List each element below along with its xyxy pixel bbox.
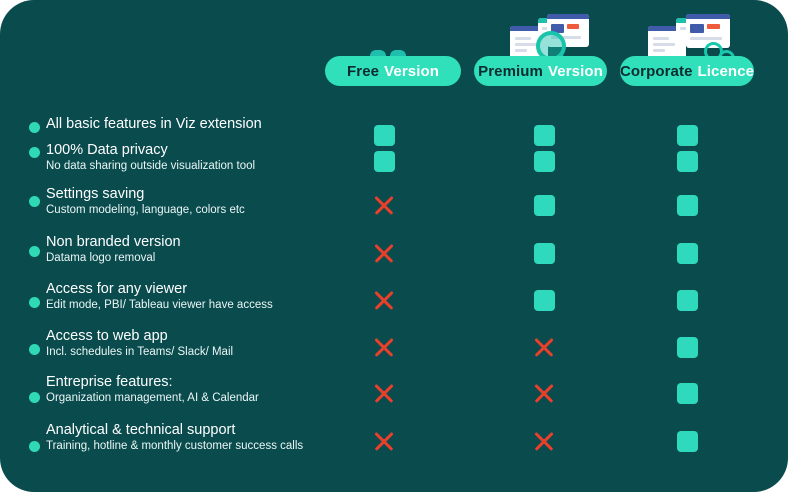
column-header-premium[interactable]: Premium Version	[474, 56, 607, 86]
column-header-corporate-word2: Licence	[697, 62, 755, 80]
column-header-corporate-word1: Corporate	[619, 62, 693, 80]
premium-checkbox-checked-icon[interactable]	[533, 289, 555, 311]
premium-cross-icon[interactable]	[532, 381, 556, 405]
feature-title: Access for any viewer	[46, 281, 188, 297]
premium-checkbox-checked-icon[interactable]	[533, 194, 555, 216]
column-header-premium-word1: Premium	[478, 62, 543, 80]
cell-premium	[524, 115, 564, 155]
column-header-free-word1: Free	[347, 62, 380, 80]
feature-row: All basic features in Viz extension	[0, 106, 788, 156]
free-cross-icon[interactable]	[372, 381, 396, 405]
cell-premium	[524, 185, 564, 225]
cell-free	[364, 185, 404, 225]
bullet-dot-icon	[29, 297, 40, 308]
cell-free	[364, 115, 404, 155]
free-cross-icon[interactable]	[372, 193, 396, 217]
cell-free	[364, 373, 404, 413]
column-headers: Free Version Premium Version Corporate L…	[0, 0, 788, 96]
corporate-checkbox-checked-icon[interactable]	[676, 194, 698, 216]
cell-free	[364, 421, 404, 461]
feature-subtitle: Custom modeling, language, colors etc	[46, 204, 245, 216]
feature-subtitle: Edit mode, PBI/ Tableau viewer have acce…	[46, 299, 273, 311]
feature-title: Non branded version	[46, 234, 181, 250]
corporate-checkbox-checked-icon[interactable]	[676, 289, 698, 311]
cell-free	[364, 233, 404, 273]
cell-corporate	[667, 233, 707, 273]
feature-subtitle: Organization management, AI & Calendar	[46, 392, 259, 404]
cell-premium	[524, 327, 564, 367]
free-checkbox-checked-icon[interactable]	[373, 124, 395, 146]
cell-corporate	[667, 373, 707, 413]
bullet-dot-icon	[29, 246, 40, 257]
bullet-dot-icon	[29, 196, 40, 207]
feature-title: Analytical & technical support	[46, 422, 236, 438]
feature-subtitle: Training, hotline & monthly customer suc…	[46, 440, 304, 452]
cell-premium	[524, 373, 564, 413]
bullet-dot-icon	[29, 392, 40, 403]
feature-title: All basic features in Viz extension	[46, 116, 262, 132]
cell-free	[364, 280, 404, 320]
column-header-corporate[interactable]: Corporate Licence	[620, 56, 754, 86]
bullet-dot-icon	[29, 122, 40, 133]
cell-corporate	[667, 141, 707, 181]
column-header-premium-word2: Version	[547, 62, 603, 80]
bullet-dot-icon	[29, 344, 40, 355]
premium-checkbox-checked-icon[interactable]	[533, 124, 555, 146]
cell-free	[364, 327, 404, 367]
feature-title: Settings saving	[46, 186, 145, 202]
cell-premium	[524, 233, 564, 273]
feature-title: Entreprise features:	[46, 374, 173, 390]
feature-subtitle: Datama logo removal	[46, 252, 156, 264]
feature-title: Access to web app	[46, 328, 168, 344]
free-cross-icon[interactable]	[372, 335, 396, 359]
premium-checkbox-checked-icon[interactable]	[533, 242, 555, 264]
cell-corporate	[667, 185, 707, 225]
cell-free	[364, 141, 404, 181]
corporate-checkbox-checked-icon[interactable]	[676, 382, 698, 404]
corporate-checkbox-checked-icon[interactable]	[676, 336, 698, 358]
column-header-free[interactable]: Free Version	[325, 56, 461, 86]
corporate-checkbox-checked-icon[interactable]	[676, 242, 698, 264]
premium-cross-icon[interactable]	[532, 429, 556, 453]
free-cross-icon[interactable]	[372, 288, 396, 312]
feature-subtitle: No data sharing outside visualization to…	[46, 160, 256, 172]
feature-row: Entreprise features: Organization managem…	[0, 371, 788, 421]
corporate-checkbox-checked-icon[interactable]	[676, 150, 698, 172]
free-cross-icon[interactable]	[372, 241, 396, 265]
cell-corporate	[667, 421, 707, 461]
premium-cross-icon[interactable]	[532, 335, 556, 359]
column-header-free-word2: Version	[384, 62, 439, 80]
bullet-dot-icon	[29, 441, 40, 452]
feature-title: 100% Data privacy	[46, 142, 168, 158]
cell-premium	[524, 280, 564, 320]
cell-premium	[524, 421, 564, 461]
cell-premium	[524, 141, 564, 181]
premium-checkbox-checked-icon[interactable]	[533, 150, 555, 172]
corporate-checkbox-checked-icon[interactable]	[676, 124, 698, 146]
feature-label-group: Entreprise features: Organization managem…	[46, 374, 259, 405]
free-checkbox-checked-icon[interactable]	[373, 150, 395, 172]
cell-corporate	[667, 280, 707, 320]
feature-subtitle: Incl. schedules in Teams/ Slack/ Mail	[46, 346, 234, 358]
cell-corporate	[667, 327, 707, 367]
feature-row: 100% Data privacy No data sharing outside…	[0, 138, 788, 188]
cell-corporate	[667, 115, 707, 155]
bullet-dot-icon	[29, 147, 40, 158]
corporate-checkbox-checked-icon[interactable]	[676, 430, 698, 452]
feature-label-group: All basic features in Viz extension	[46, 116, 262, 133]
free-cross-icon[interactable]	[372, 429, 396, 453]
feature-label-group: 100% Data privacy No data sharing outside…	[46, 142, 255, 173]
